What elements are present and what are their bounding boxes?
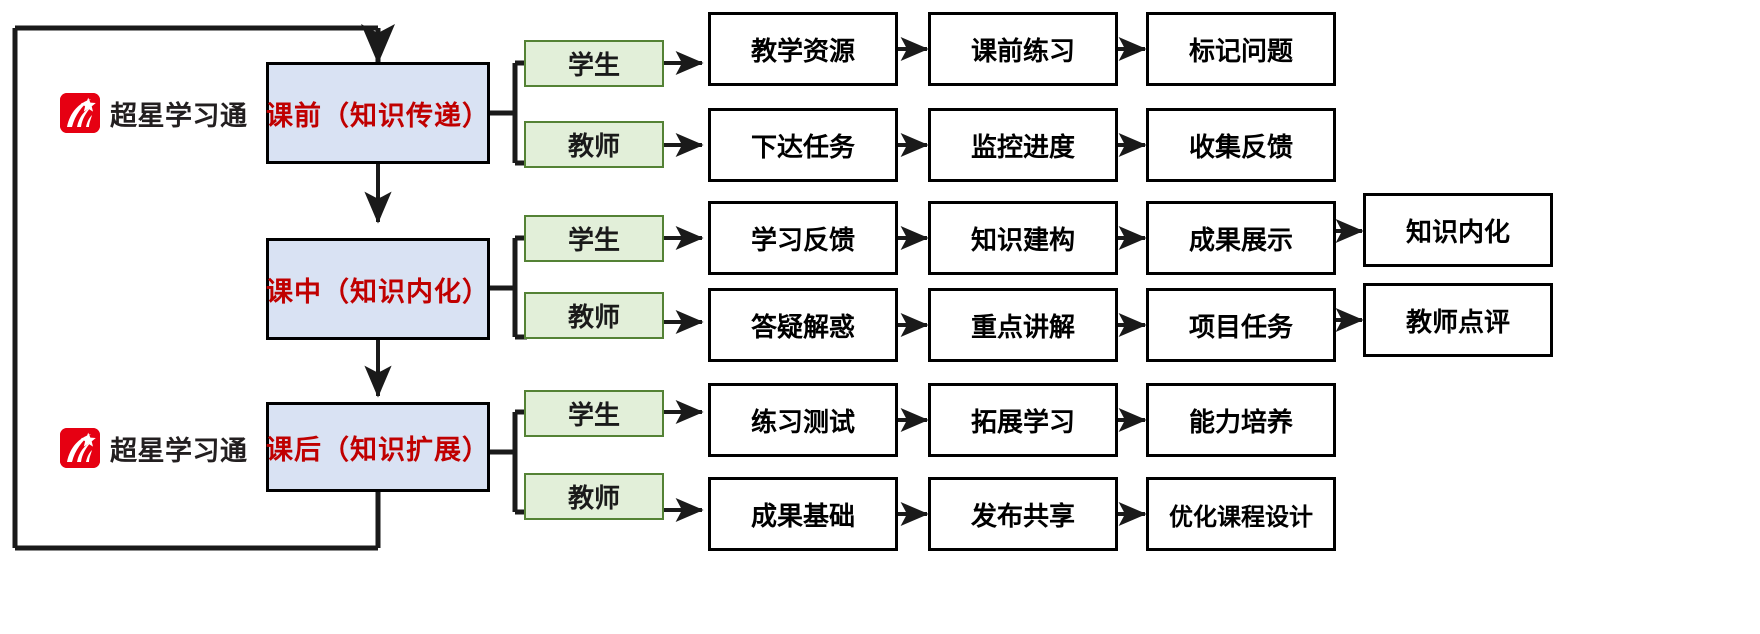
role-box-mid-student[interactable]: 学生 [524, 215, 664, 262]
post-bracket-wire [489, 409, 527, 515]
step-box-r1c1[interactable]: 教学资源 [708, 12, 898, 86]
step-box-r1c2[interactable]: 课前练习 [928, 12, 1118, 86]
step-label: 标记问题 [1188, 36, 1293, 67]
role-label: 学生 [567, 51, 620, 81]
step-box-r2c3[interactable]: 收集反馈 [1146, 108, 1336, 182]
step-label: 下达任务 [750, 132, 855, 163]
step-label: 项目任务 [1188, 312, 1293, 343]
role-label: 教师 [567, 484, 620, 514]
step-label: 优化课程设计 [1169, 502, 1313, 531]
role-label: 教师 [567, 132, 620, 162]
brand-logo-post: 超星学习通 [60, 428, 248, 468]
step-label: 成果基础 [750, 501, 855, 532]
role-box-pre-student[interactable]: 学生 [524, 40, 664, 87]
role-box-mid-teacher[interactable]: 教师 [524, 292, 664, 339]
step-box-r5c1[interactable]: 练习测试 [708, 383, 898, 457]
phase-box-pre[interactable]: 课前（知识传递） [266, 62, 490, 164]
step-box-r4c4[interactable]: 教师点评 [1363, 283, 1553, 357]
step-label: 练习测试 [750, 407, 855, 438]
brand-logo-pre: 超星学习通 [60, 93, 248, 133]
step-box-r6c2[interactable]: 发布共享 [928, 477, 1118, 551]
step-box-r6c3[interactable]: 优化课程设计 [1146, 477, 1336, 551]
step-box-r3c3[interactable]: 成果展示 [1146, 201, 1336, 275]
step-label: 课前练习 [970, 36, 1075, 67]
role-label: 教师 [567, 303, 620, 333]
chaoxing-star-icon [60, 428, 100, 468]
step-box-r2c2[interactable]: 监控进度 [928, 108, 1118, 182]
step-label: 知识建构 [970, 225, 1075, 256]
mid-bracket-wire [489, 235, 527, 340]
step-label: 拓展学习 [970, 407, 1075, 438]
step-box-r3c4[interactable]: 知识内化 [1363, 193, 1553, 267]
phase-label-pre: 课前（知识传递） [266, 100, 490, 132]
pre-bracket-wire [489, 60, 527, 166]
step-label: 重点讲解 [970, 312, 1075, 343]
step-box-r2c1[interactable]: 下达任务 [708, 108, 898, 182]
step-box-r3c2[interactable]: 知识建构 [928, 201, 1118, 275]
brand-name-pre: 超星学习通 [110, 100, 248, 132]
role-label: 学生 [567, 401, 620, 431]
step-box-r5c2[interactable]: 拓展学习 [928, 383, 1118, 457]
step-label: 教学资源 [750, 36, 855, 67]
step-box-r4c2[interactable]: 重点讲解 [928, 288, 1118, 362]
role-box-pre-teacher[interactable]: 教师 [524, 121, 664, 168]
phase-box-mid[interactable]: 课中（知识内化） [266, 238, 490, 340]
step-box-r5c3[interactable]: 能力培养 [1146, 383, 1336, 457]
role-box-post-student[interactable]: 学生 [524, 390, 664, 437]
step-label: 教师点评 [1405, 307, 1510, 338]
phase-label-post: 课后（知识扩展） [266, 434, 490, 466]
step-label: 成果展示 [1188, 225, 1293, 256]
step-label: 发布共享 [970, 501, 1075, 532]
step-box-r3c1[interactable]: 学习反馈 [708, 201, 898, 275]
phase-box-post[interactable]: 课后（知识扩展） [266, 402, 490, 492]
step-label: 能力培养 [1188, 407, 1293, 438]
step-box-r6c1[interactable]: 成果基础 [708, 477, 898, 551]
chaoxing-star-icon [60, 93, 100, 133]
step-box-r4c3[interactable]: 项目任务 [1146, 288, 1336, 362]
step-label: 收集反馈 [1188, 132, 1293, 163]
step-box-r1c3[interactable]: 标记问题 [1146, 12, 1336, 86]
role-box-post-teacher[interactable]: 教师 [524, 473, 664, 520]
step-box-r4c1[interactable]: 答疑解惑 [708, 288, 898, 362]
step-label: 监控进度 [970, 132, 1075, 163]
step-label: 知识内化 [1405, 217, 1510, 248]
brand-name-post: 超星学习通 [110, 435, 248, 467]
role-label: 学生 [567, 226, 620, 256]
phase-label-mid: 课中（知识内化） [266, 276, 490, 308]
step-label: 学习反馈 [750, 225, 855, 256]
step-label: 答疑解惑 [750, 312, 855, 343]
